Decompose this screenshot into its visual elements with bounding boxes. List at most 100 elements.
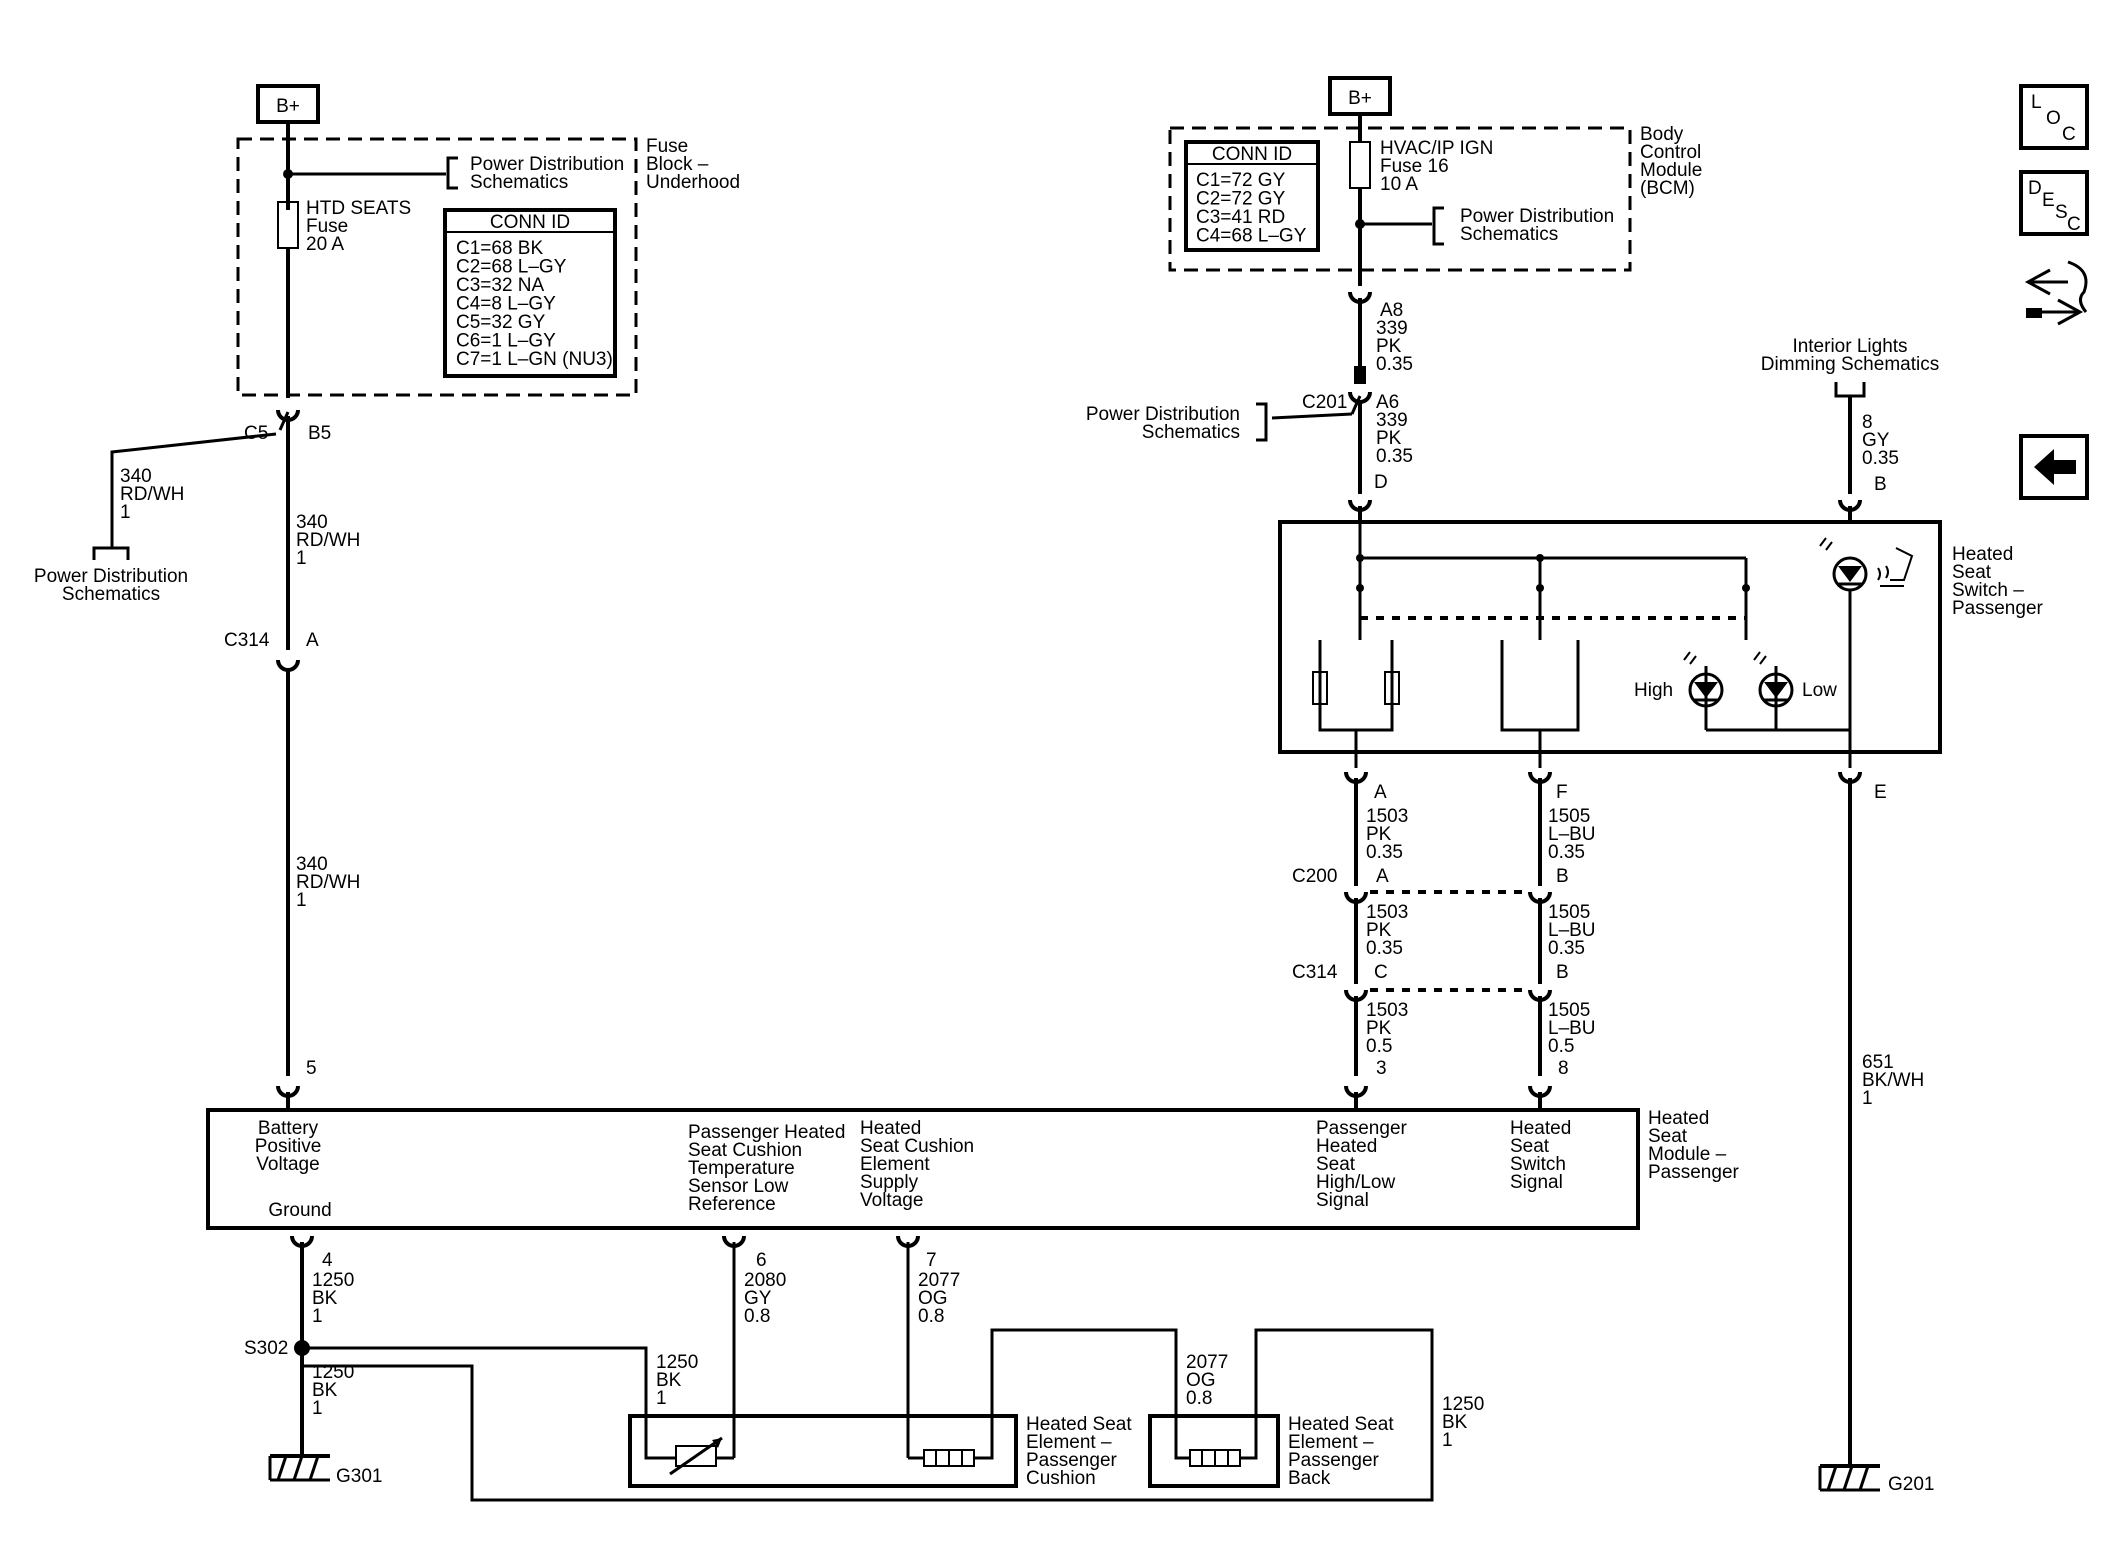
connector-c314-left: C314 A [224, 630, 319, 672]
connector-c314-right: C314 C B [1292, 962, 1569, 1002]
bcm-conn-id-row: C4=68 L–GY [1196, 226, 1307, 247]
svg-text:Supply: Supply [860, 1172, 919, 1193]
wire-a8-num: 339 [1376, 318, 1408, 339]
svg-text:B+: B+ [1348, 88, 1372, 109]
svg-text:C5: C5 [244, 423, 268, 444]
svg-text:Heated Seat: Heated Seat [1026, 1414, 1132, 1435]
interior-pin-b: B [1874, 474, 1887, 495]
wire-1505-3-color: L–BU [1548, 1018, 1596, 1039]
interior-lights-label-2: Dimming Schematics [1761, 354, 1939, 375]
module-ground-label: Ground [268, 1200, 331, 1221]
wire-1503-2-color: PK [1366, 920, 1392, 941]
low-indicator-led: Low [1753, 651, 1837, 730]
wire-2080: 2080 [744, 1270, 786, 1291]
wire-1250-b-gauge: 1 [312, 1398, 323, 1419]
svg-text:L: L [2031, 92, 2042, 113]
pin-6-label: 6 [756, 1250, 767, 1271]
svg-text:C314: C314 [1292, 962, 1338, 983]
svg-text:Cushion: Cushion [1026, 1468, 1096, 1489]
svg-text:Passenger: Passenger [1026, 1450, 1118, 1471]
left-conn-id-row: C5=32 GY [456, 312, 546, 333]
module-hilow-label: Passenger Heated Seat High/Low Signal [1316, 1118, 1408, 1211]
svg-text:Seat Cushion: Seat Cushion [860, 1136, 974, 1157]
wire-1503-3-color: PK [1366, 1018, 1392, 1039]
svg-text:Passenger: Passenger [1648, 1162, 1740, 1183]
svg-text:Reference: Reference [688, 1194, 776, 1215]
wire-1250-a-gauge: 1 [312, 1306, 323, 1327]
svg-text:Underhood: Underhood [646, 172, 740, 193]
ground-g201-icon: G201 [1818, 1464, 1934, 1495]
svg-text:Heated: Heated [1510, 1118, 1571, 1139]
loc-icon[interactable]: L O C [2019, 84, 2089, 150]
svg-text:Seat: Seat [1316, 1154, 1356, 1175]
body-control-module: Body Control Module (BCM) [1168, 124, 1702, 272]
svg-text:20 A: 20 A [306, 234, 344, 255]
svg-text:C: C [2062, 124, 2076, 145]
heated-seat-element-back: Heated Seat Element – Passenger Back [1148, 1414, 1394, 1489]
bcm-conn-id-row: C3=41 RD [1196, 207, 1285, 228]
heated-seat-switch-passenger: Heated Seat Switch – Passenger [1278, 520, 2044, 754]
wire-a6-color: PK [1376, 428, 1402, 449]
pin-5-label: 5 [306, 1058, 317, 1079]
svg-text:Switch –: Switch – [1952, 580, 2024, 601]
interior-wire-gauge: 0.35 [1862, 448, 1899, 469]
svg-text:Module: Module [1640, 160, 1702, 181]
wire-a6-gauge: 0.35 [1376, 446, 1413, 467]
svg-text:C201: C201 [1302, 392, 1347, 413]
power-dist-branch-label-2: Schematics [62, 584, 160, 605]
wire-1503-1-gauge: 0.35 [1366, 842, 1403, 863]
svg-text:Fuse: Fuse [306, 216, 348, 237]
thermistor-icon [669, 1436, 723, 1476]
wire-1250-d-gauge: 1 [1442, 1430, 1453, 1451]
module-temp-ref-label: Passenger Heated Seat Cushion Temperatur… [688, 1122, 845, 1215]
wire-651-gauge: 1 [1862, 1088, 1873, 1109]
svg-text:Voltage: Voltage [860, 1190, 923, 1211]
bcm-conn-id-row: C2=72 GY [1196, 189, 1286, 210]
svg-text:Sensor Low: Sensor Low [688, 1176, 789, 1197]
svg-text:Control: Control [1640, 142, 1701, 163]
wire-a8-color: PK [1376, 336, 1402, 357]
svg-text:Heated: Heated [1648, 1108, 1709, 1129]
svg-text:S: S [2055, 202, 2068, 223]
connector-c200: C200 A B [1292, 866, 1569, 904]
svg-text:D: D [2028, 178, 2042, 199]
wire-1250-d: 1250 [1442, 1394, 1484, 1415]
svg-text:A: A [1376, 866, 1389, 887]
bcm-bplus: B+ [1328, 76, 1392, 116]
s302-label: S302 [244, 1338, 288, 1359]
svg-text:(BCM): (BCM) [1640, 178, 1695, 199]
back-heater-element [1189, 1449, 1241, 1467]
bcm-power-dist-label-2: Schematics [1460, 224, 1558, 245]
heated-seat-module-passenger: Heated Seat Module – Passenger [206, 1108, 1740, 1230]
svg-text:Positive: Positive [255, 1136, 322, 1157]
wire-1505-3-gauge: 0.5 [1548, 1036, 1574, 1057]
hvac-ip-ign-fuse: HVAC/IP IGN Fuse 16 10 A [1349, 138, 1493, 195]
wire-1250-d-color: BK [1442, 1412, 1468, 1433]
svg-text:Passenger Heated: Passenger Heated [688, 1122, 845, 1143]
pin-3-label: 3 [1376, 1058, 1387, 1079]
wire-2077-a-color: OG [918, 1288, 948, 1309]
connector-end-view-icon[interactable] [2024, 260, 2088, 326]
back-arrow-icon[interactable] [2019, 434, 2089, 500]
svg-text:Heated: Heated [860, 1118, 921, 1139]
wire-651: 651 [1862, 1052, 1894, 1073]
left-conn-id-row: C7=1 L–GN (NU3) [456, 349, 613, 370]
left-conn-id-row: C2=68 L–GY [456, 257, 567, 278]
power-dist-branch-bracket [92, 546, 130, 560]
svg-text:Low: Low [1802, 680, 1837, 701]
c201-power-dist-label-2: Schematics [1142, 422, 1240, 443]
wire-1505-2-gauge: 0.35 [1548, 938, 1585, 959]
desc-icon[interactable]: D E S C [2019, 170, 2089, 236]
switch-pin-a: A [1374, 782, 1387, 803]
svg-text:High: High [1634, 680, 1673, 701]
wire-1250-a: 1250 [312, 1270, 354, 1291]
switch-pin-f: F [1556, 782, 1568, 803]
wire-1503-3-gauge: 0.5 [1366, 1036, 1392, 1057]
svg-text:CONN ID: CONN ID [490, 212, 570, 233]
svg-text:B: B [1556, 962, 1569, 983]
pin-7-label: 7 [926, 1250, 937, 1271]
svg-text:Temperature: Temperature [688, 1158, 795, 1179]
svg-text:C314: C314 [224, 630, 270, 651]
power-dist-branch-label: Power Distribution [34, 566, 188, 587]
